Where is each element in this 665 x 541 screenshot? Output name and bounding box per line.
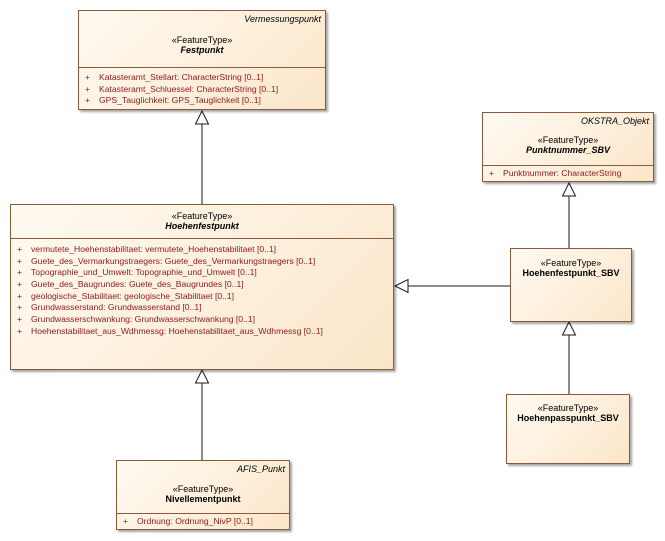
visibility-marker: + [85,83,91,94]
class-hoehenpasspunkt-sbv[interactable]: «FeatureType» Hoehenpasspunkt_SBV [506,394,630,464]
visibility-marker: + [17,244,23,254]
stereotype: «FeatureType» [171,211,233,221]
attribute-compartment: + Ordnung: Ordnung_NivP [0..1] [117,513,289,530]
visibility-marker: + [85,95,91,106]
parent-package: OKSTRA_Objekt [580,116,649,126]
visibility-marker: + [17,302,23,313]
generalization-arrowhead [561,181,577,197]
attribute: + Grundwasserschwankung: Grundwasserschwa… [11,314,393,326]
class-name: Hoehenfestpunkt_SBV [522,268,620,278]
attribute-text: geologische_Stabilitaet: geologische_Sta… [31,290,235,301]
class-header: Vermessungspunkt «FeatureType» Festpunkt [79,11,325,67]
visibility-marker: + [489,168,495,178]
stereotype: «FeatureType» [537,403,599,413]
attribute: + Topographie_und_Umwelt: Topographie_und… [11,267,393,279]
class-hoehenfestpunkt[interactable]: «FeatureType» Hoehenfestpunkt + vermutete… [10,204,394,370]
attribute-compartment: + Punktnummer: CharacterString [483,165,653,182]
attribute: + Ordnung: Ordnung_NivP [0..1] [117,516,289,528]
visibility-marker: + [17,314,23,325]
parent-package: Vermessungspunkt [244,14,321,24]
attribute-text: Katasteramt_Stellart: CharacterString [0… [99,72,264,82]
attribute: + vermutete_Hoehenstabilitaet: vermutete_… [11,244,393,256]
class-header: «FeatureType» Hoehenfestpunkt_SBV [511,249,631,278]
class-name: Nivellementpunkt [165,494,241,504]
class-punktnummer-sbv[interactable]: OKSTRA_Objekt «FeatureType» Punktnummer_… [482,112,654,182]
attribute: + Katasteramt_Stellart: CharacterString [… [79,72,325,84]
attribute-text: Grundwasserstand: Grundwasserstand [0..1… [31,302,202,313]
attribute-text: Ordnung: Ordnung_NivP [0..1] [137,516,253,526]
visibility-marker: + [17,255,23,266]
attribute: + Punktnummer: CharacterString [483,168,653,180]
class-header: «FeatureType» Hoehenpasspunkt_SBV [507,395,629,423]
attribute-text: vermutete_Hoehenstabilitaet: vermutete_H… [31,244,277,254]
class-name: Festpunkt [180,45,224,55]
attribute: + Katasteramt_Schluessel: CharacterString… [79,84,325,96]
attribute: + geologische_Stabilitaet: geologische_St… [11,291,393,303]
visibility-marker: + [85,72,91,82]
attribute-text: Grundwasserschwankung: Grundwasserschwan… [31,314,256,325]
attribute: + Guete_des_Vermarkungstraegers: Guete_de… [11,256,393,268]
attribute-text: Guete_des_Baugrundes: Guete_des_Baugrund… [31,279,244,290]
visibility-marker: + [123,516,129,526]
attribute: + Grundwasserstand: Grundwasserstand [0..… [11,302,393,314]
attribute-compartment: + Katasteramt_Stellart: CharacterString [… [79,67,325,109]
generalization-arrowhead [194,109,210,125]
attribute-text: Punktnummer: CharacterString [503,168,622,178]
generalization-edge-hoehenfestpunkt_sbv-to-punktnummer[interactable] [561,181,577,248]
class-name: Hoehenpasspunkt_SBV [517,413,619,423]
class-header: OKSTRA_Objekt «FeatureType» Punktnummer_… [483,113,653,165]
class-name: Punktnummer_SBV [525,145,611,155]
parent-package: AFIS_Punkt [236,464,285,474]
generalization-edge-hoehenfestpunkt_sbv-to-hoehenfestpunkt[interactable] [393,278,510,294]
generalization-arrowhead [561,320,577,336]
generalization-edge-hoehenfestpunkt-to-festpunkt[interactable] [194,109,210,204]
class-hoehenfestpunkt-sbv[interactable]: «FeatureType» Hoehenfestpunkt_SBV [510,248,632,322]
class-name: Hoehenfestpunkt [165,221,239,231]
visibility-marker: + [17,290,23,301]
generalization-edge-nivellementpunkt-to-hoehenfestpunkt[interactable] [194,368,210,460]
generalization-arrowhead [194,368,210,384]
visibility-marker: + [17,267,23,278]
visibility-marker: + [17,325,23,336]
attribute-text: GPS_Tauglichkeit: GPS_Tauglichkeit [0..1… [99,95,261,106]
generalization-arrowhead [393,278,409,294]
stereotype: «FeatureType» [171,35,233,45]
class-header: «FeatureType» Hoehenfestpunkt [11,205,393,238]
attribute-text: Hoehenstabilitaet_aus_Wdhmessg: Hoehenst… [31,325,323,336]
stereotype: «FeatureType» [172,484,234,494]
generalization-edge-hoehenpasspunkt_sbv-to-hoehenfestpunkt_sbv[interactable] [561,320,577,394]
attribute: + GPS_Tauglichkeit: GPS_Tauglichkeit [0..… [79,95,325,107]
attribute-text: Katasteramt_Schluessel: CharacterString … [99,83,279,94]
stereotype: «FeatureType» [540,258,602,268]
class-festpunkt[interactable]: Vermessungspunkt «FeatureType» Festpunkt… [78,10,326,110]
visibility-marker: + [17,279,23,290]
class-nivellementpunkt[interactable]: AFIS_Punkt «FeatureType» Nivellementpunk… [116,460,290,530]
attribute-compartment: + vermutete_Hoehenstabilitaet: vermutete_… [11,238,393,340]
attribute-text: Topographie_und_Umwelt: Topographie_und_… [31,267,257,278]
attribute: + Hoehenstabilitaet_aus_Wdhmessg: Hoehens… [11,326,393,338]
class-header: AFIS_Punkt «FeatureType» Nivellementpunk… [117,461,289,513]
stereotype: «FeatureType» [537,135,599,145]
attribute: + Guete_des_Baugrundes: Guete_des_Baugrun… [11,279,393,291]
attribute-text: Guete_des_Vermarkungstraegers: Guete_des… [31,255,316,266]
